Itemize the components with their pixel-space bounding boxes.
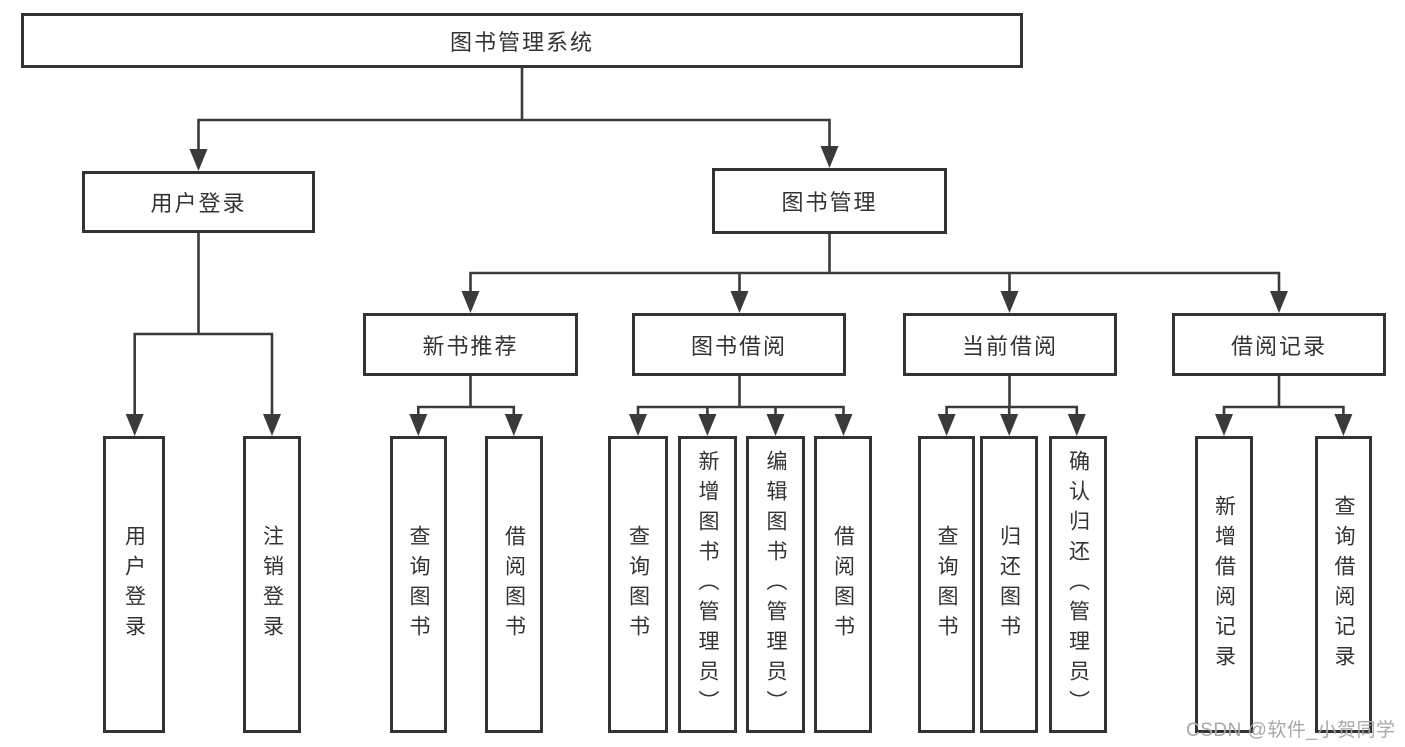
- leaf-borrow-books-label: 借阅图书: [831, 524, 855, 645]
- node-borrowing-records: 借阅记录: [1172, 313, 1386, 376]
- node-user-login: 用户登录: [82, 171, 315, 233]
- leaf-confirm-return-admin-label: 确认归还（管理员）: [1066, 449, 1090, 720]
- leaf-logout-login: 注销登录: [243, 436, 301, 733]
- leaf-user-login-label: 用户登录: [122, 524, 146, 645]
- leaf-borrow-books: 借阅图书: [814, 436, 872, 733]
- leaf-query-books-recommend: 查询图书: [390, 436, 447, 733]
- node-book-borrowing: 图书借阅: [632, 313, 846, 376]
- leaf-query-books-recommend-label: 查询图书: [407, 524, 430, 645]
- node-user-login-label: 用户登录: [150, 191, 247, 216]
- leaf-query-books-borrowing: 查询图书: [608, 436, 668, 733]
- node-book-borrowing-label: 图书借阅: [690, 333, 787, 359]
- node-current-borrowing: 当前借阅: [903, 313, 1117, 376]
- leaf-edit-book-admin: 编辑图书（管理员）: [746, 436, 805, 733]
- leaf-add-borrow-record: 新增借阅记录: [1195, 436, 1253, 733]
- leaf-user-login: 用户登录: [103, 436, 165, 733]
- leaf-add-book-admin: 新增图书（管理员）: [678, 436, 737, 733]
- leaf-query-books-borrowing-label: 查询图书: [626, 524, 650, 645]
- leaf-borrow-books-recommend-label: 借阅图书: [502, 524, 526, 645]
- connector-shafts: [133, 68, 1345, 417]
- node-root-system: 图书管理系统: [21, 13, 1023, 68]
- arrowheads: [125, 146, 1353, 436]
- leaf-query-borrow-record-label: 查询借阅记录: [1332, 494, 1355, 675]
- leaf-add-borrow-record-label: 新增借阅记录: [1212, 494, 1236, 675]
- leaf-edit-book-admin-label: 编辑图书（管理员）: [764, 449, 787, 720]
- leaf-return-books-label: 归还图书: [997, 524, 1021, 645]
- leaf-query-borrow-record: 查询借阅记录: [1315, 436, 1372, 733]
- node-new-book-recommend: 新书推荐: [363, 313, 578, 376]
- node-current-borrowing-label: 当前借阅: [961, 333, 1058, 359]
- node-borrowing-records-label: 借阅记录: [1230, 333, 1327, 359]
- leaf-query-books-current-label: 查询图书: [935, 524, 958, 645]
- node-book-management-label: 图书管理: [781, 190, 878, 215]
- watermark: CSDN @软件_小贺同学: [1186, 720, 1396, 741]
- leaf-add-book-admin-label: 新增图书（管理员）: [696, 449, 719, 720]
- node-root-system-label: 图书管理系统: [449, 29, 594, 55]
- leaf-query-books-current: 查询图书: [918, 436, 975, 733]
- leaf-confirm-return-admin: 确认归还（管理员）: [1049, 436, 1107, 733]
- node-new-book-recommend-label: 新书推荐: [422, 333, 519, 359]
- leaf-logout-login-label: 注销登录: [260, 524, 284, 645]
- leaf-return-books: 归还图书: [980, 436, 1038, 733]
- node-book-management: 图书管理: [712, 168, 947, 234]
- leaf-borrow-books-recommend: 借阅图书: [485, 436, 543, 733]
